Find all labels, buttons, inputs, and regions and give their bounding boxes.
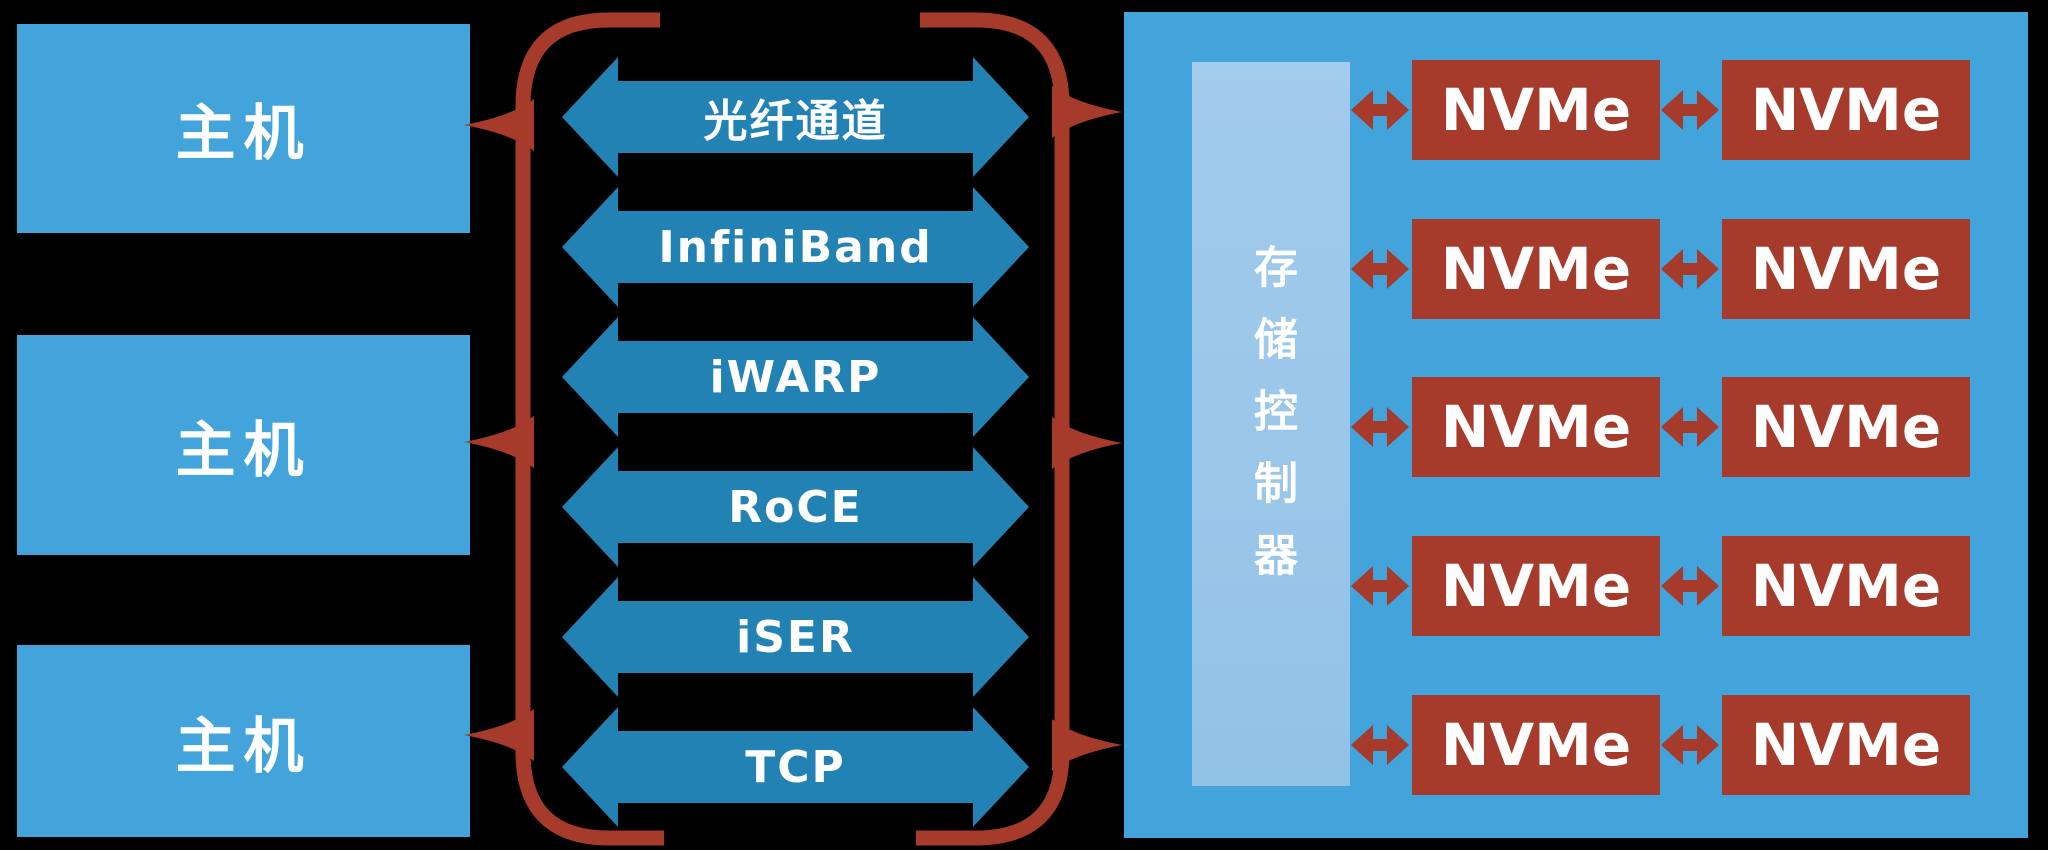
fabric-double-arrow-roce: RoCE (562, 447, 1029, 567)
nvme-label: NVMe (1440, 711, 1632, 779)
nvme-label: NVMe (1440, 76, 1632, 144)
bracket-arrowhead-left-top-icon (464, 99, 534, 151)
host-label-2: 主机 (175, 415, 312, 486)
fabric-double-arrow-iser: iSER (562, 577, 1029, 697)
nvme-box-r4c1: NVMe (1412, 536, 1660, 636)
nvme-box-r1c1: NVMe (1412, 60, 1660, 160)
nvme-label: NVMe (1440, 552, 1632, 620)
fabric-arrow-label: iWARP (709, 351, 882, 403)
bracket-arrowhead-left-bottom-icon (464, 709, 534, 761)
nvme-box-r4c2: NVMe (1722, 536, 1970, 636)
nvme-label: NVMe (1750, 552, 1942, 620)
nvme-box-r3c2: NVMe (1722, 377, 1970, 477)
bracket-arrowhead-right-bottom-icon (1052, 719, 1122, 771)
nvme-box-r2c1: NVMe (1412, 219, 1660, 319)
fabric-double-arrow-iwarp: iWARP (562, 317, 1029, 437)
fabric-arrow-label: 光纤通道 (703, 96, 888, 147)
bracket-arrowhead-right-top-icon (1052, 86, 1122, 138)
host-box-2: 主机 (17, 335, 470, 555)
nvme-box-r5c2: NVMe (1722, 695, 1970, 795)
fabric-double-arrow-tcp: TCP (562, 707, 1029, 827)
nvme-box-r3c1: NVMe (1412, 377, 1660, 477)
fabric-double-arrow-infiniband: InfiniBand (562, 187, 1029, 307)
nvme-box-r5c1: NVMe (1412, 695, 1660, 795)
nvme-label: NVMe (1440, 393, 1632, 461)
nvme-label: NVMe (1750, 76, 1942, 144)
fabric-double-arrow-fibre-channel: 光纤通道 (562, 57, 1029, 177)
nvme-label: NVMe (1750, 235, 1942, 303)
storage-controller-label: 存储控制器 (1246, 244, 1297, 604)
bracket-arrowhead-left-middle-icon (464, 416, 534, 468)
host-box-1: 主机 (17, 24, 470, 233)
fabric-arrow-label: InfiniBand (658, 221, 933, 273)
storage-controller-bar: 存储控制器 (1192, 62, 1350, 786)
nvme-label: NVMe (1750, 711, 1942, 779)
fabric-arrow-label: RoCE (728, 481, 863, 533)
bracket-arrowhead-right-middle-icon (1052, 417, 1122, 469)
fabric-arrow-label: iSER (736, 611, 855, 663)
host-box-3: 主机 (17, 645, 470, 837)
nvme-label: NVMe (1440, 235, 1632, 303)
nvme-label: NVMe (1750, 393, 1942, 461)
nvme-box-r2c2: NVMe (1722, 219, 1970, 319)
host-label-3: 主机 (175, 711, 312, 782)
host-label-1: 主机 (175, 99, 312, 169)
nvme-box-r1c2: NVMe (1722, 60, 1970, 160)
fabric-arrow-label: TCP (745, 741, 846, 793)
